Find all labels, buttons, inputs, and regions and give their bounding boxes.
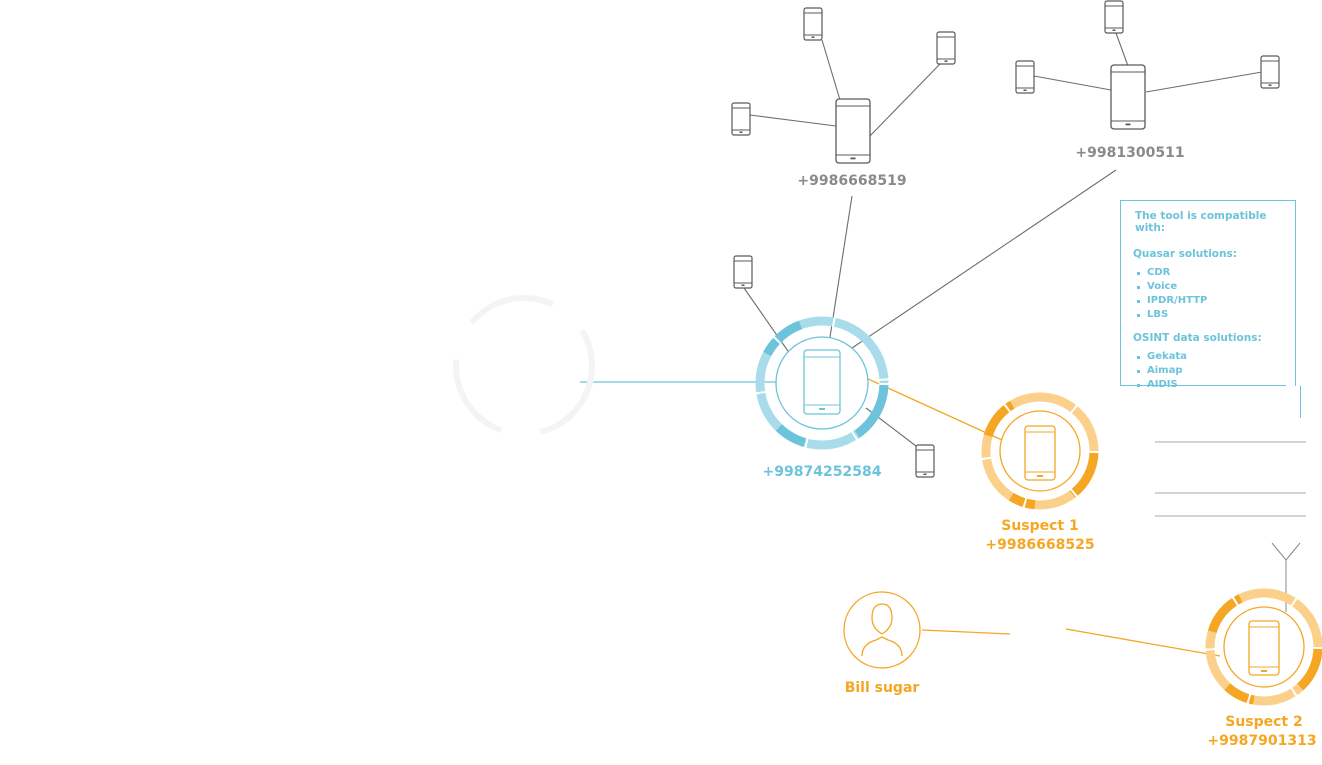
box-bottom-line [1120, 385, 1286, 386]
quasar-list: CDR Voice IPDR/HTTP LBS [1135, 266, 1295, 322]
list-item: Voice [1135, 280, 1295, 294]
phone-icon [936, 31, 956, 65]
suspect2-number: +9987901313 [1207, 733, 1317, 749]
antenna-icon [1271, 542, 1301, 612]
center-node [755, 316, 889, 450]
orange-connectors [865, 377, 1221, 657]
phone-icon [733, 255, 753, 289]
center-number: +99874252584 [762, 464, 882, 480]
list-item: CDR [1135, 266, 1295, 280]
osint-heading: OSINT data solutions: [1133, 332, 1262, 344]
list-item: Gekata [1135, 350, 1295, 364]
gray-connectors [743, 32, 1263, 447]
tablet-icon [1110, 64, 1146, 130]
quasar-heading: Quasar solutions: [1133, 248, 1237, 260]
suspect1-name: Suspect 1 [1001, 518, 1079, 534]
suspect2-name: Suspect 2 [1225, 714, 1303, 730]
person-icon [843, 591, 921, 669]
phone-icon [1015, 60, 1035, 94]
faint-circle [453, 295, 595, 437]
right-lines [1155, 441, 1306, 517]
suspect1-node [981, 392, 1099, 510]
list-item: IPDR/HTTP [1135, 294, 1295, 308]
tablet-icon [835, 98, 871, 164]
person-name: Bill sugar [844, 680, 920, 696]
box-side-line [1300, 386, 1301, 418]
suspect1-number: +9986668525 [985, 537, 1095, 553]
list-item: LBS [1135, 308, 1295, 322]
phone-icon [915, 444, 935, 478]
hub-left-number: +9986668519 [797, 173, 907, 189]
hub-right-number: +9981300511 [1075, 145, 1185, 161]
compat-title: The tool is compatible with: [1135, 210, 1267, 234]
list-item: Aimap [1135, 364, 1295, 378]
compatibility-box: The tool is compatible with: Quasar solu… [1120, 200, 1296, 390]
phone-icon [803, 7, 823, 41]
phone-icon [1104, 0, 1124, 34]
suspect2-node [1205, 588, 1322, 706]
phone-icon [1260, 55, 1280, 89]
phone-icon [731, 102, 751, 136]
